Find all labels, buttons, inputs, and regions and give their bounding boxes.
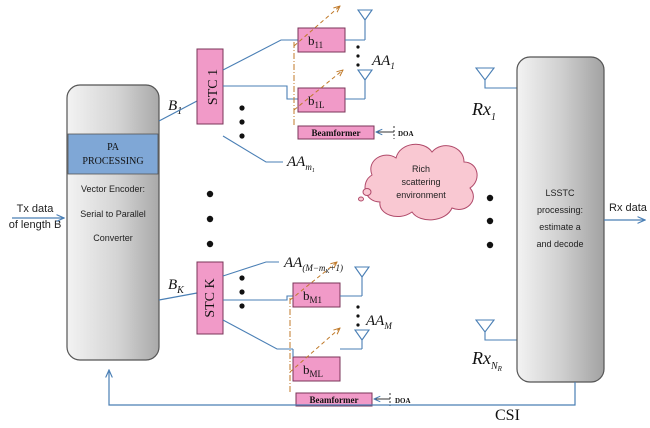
decoder-label-line4: and decode xyxy=(536,239,583,249)
top-doa-label: DOA xyxy=(398,130,414,138)
rxn-label: RxNR xyxy=(471,348,503,373)
top-aam1-label: AAm1 xyxy=(286,154,315,174)
stc-label-1: STC 1 xyxy=(206,69,221,105)
encoder-text-line2: Serial to Parallel xyxy=(80,209,146,219)
antenna-icon xyxy=(474,319,496,333)
top-box-b11-label: b11 xyxy=(308,33,323,50)
antenna-icon xyxy=(474,67,496,81)
stc-ellipsis xyxy=(206,190,214,248)
cloud-label-line2: scattering xyxy=(401,177,440,187)
top-branch-ellipsis xyxy=(239,105,245,139)
bottom-box-bm1-label: bM1 xyxy=(303,288,322,305)
top-aa-label: AA1 xyxy=(371,53,395,71)
antenna-icon xyxy=(356,69,374,81)
bottom-box-bm1 xyxy=(292,282,341,308)
receiver-ellipsis xyxy=(486,194,494,249)
csi-feedback-arrow xyxy=(109,370,576,406)
branch-label-bk: BK xyxy=(168,277,185,296)
bottom-aa-top-label: AA(M−mK+1) xyxy=(283,255,343,275)
rx1-label: Rx1 xyxy=(471,99,496,123)
top-box-b1l-label: b1L xyxy=(308,93,325,110)
bottom-box-bml xyxy=(292,356,341,382)
top-box-b11 xyxy=(297,27,346,53)
encoder-text-line3: Converter xyxy=(93,233,133,243)
vector-encoder-block xyxy=(66,84,160,361)
pa-processing-label-line2: PROCESSING xyxy=(82,156,143,167)
pa-processing-band xyxy=(67,133,159,175)
bottom-beamformer-block xyxy=(295,392,373,407)
branch-label-b1: B1 xyxy=(168,98,182,117)
tx-data-label-line2: of length B xyxy=(9,219,62,231)
tx-data-label-line1: Tx data xyxy=(17,203,55,215)
link-encoder-stck xyxy=(158,292,198,301)
csi-label: CSI xyxy=(495,407,520,424)
antenna-icon xyxy=(353,266,371,278)
antenna-icon xyxy=(353,329,371,341)
link-encoder-stc1 xyxy=(158,100,198,122)
bottom-box-bml-label: bML xyxy=(303,362,323,379)
bottom-aam-label: AAM xyxy=(365,313,392,331)
lsstc-decoder-block xyxy=(516,56,605,383)
scattering-cloud: Rich scattering environment xyxy=(358,143,478,221)
bottom-antenna-group: bM1 bML Beamformer DOA AA(M−mK+1) AAM xyxy=(222,255,411,407)
top-antenna-group: b11 b1L Beamformer DOA AA1 AAm1 xyxy=(222,6,414,174)
pa-processing-label-line1: PA xyxy=(107,142,120,153)
bottom-branch-ellipsis xyxy=(239,275,245,309)
cloud-label-line3: environment xyxy=(396,190,446,200)
bottom-beamformer-label: Beamformer xyxy=(310,395,359,405)
receiver-antennas: Rx1 RxNR xyxy=(471,67,517,373)
top-beamformer-block xyxy=(297,125,375,140)
bottom-doa-label: DOA xyxy=(395,397,411,405)
antenna-icon xyxy=(356,9,374,21)
cloud-label-line1: Rich xyxy=(412,164,430,174)
decoder-label-line3: estimate a xyxy=(539,222,581,232)
rx-output-label: Rx data xyxy=(609,202,648,214)
stc-block-k xyxy=(196,261,224,335)
decoder-label-line2: processing: xyxy=(537,205,583,215)
encoder-text-line1: Vector Encoder: xyxy=(81,184,145,194)
stc-label-k: STC K xyxy=(203,278,218,317)
top-beamformer-label: Beamformer xyxy=(312,128,361,138)
decoder-label-line1: LSSTC xyxy=(545,188,575,198)
